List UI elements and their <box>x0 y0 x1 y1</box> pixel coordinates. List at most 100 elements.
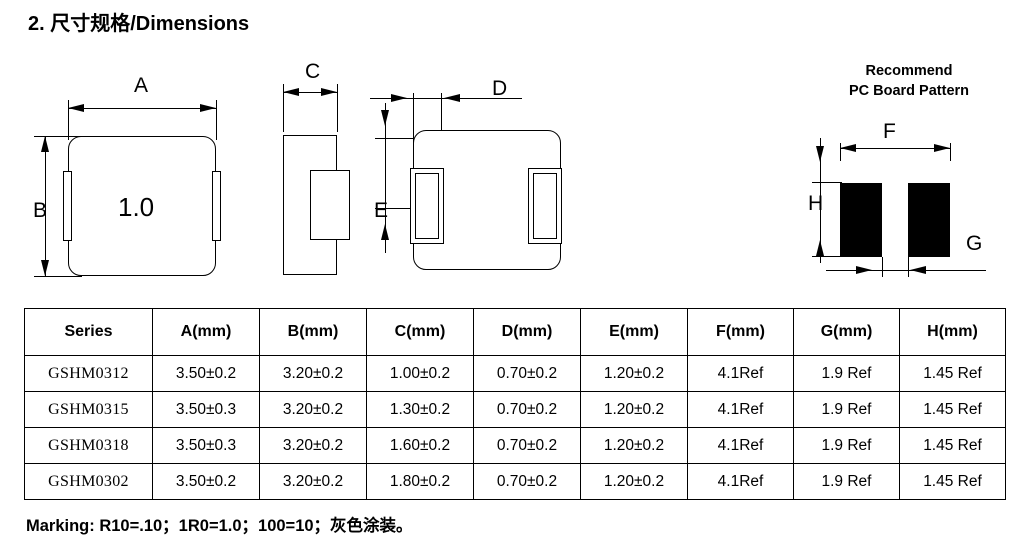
page-title: 2. 尺寸规格/Dimensions <box>28 13 250 35</box>
dim-arrow-h-bottom <box>815 240 824 256</box>
table-cell: 1.45 Ref <box>899 391 1006 428</box>
ext-line-a-right <box>216 100 217 140</box>
dim-arrow-g-left <box>856 265 872 274</box>
ext-line-b-top <box>34 136 82 137</box>
dim-arrow-a-left <box>68 103 84 112</box>
table-row: GSHM0315 3.50±0.3 3.20±0.2 1.30±0.2 0.70… <box>24 391 1006 428</box>
component-body-top <box>68 136 216 276</box>
dim-label-h: H <box>808 192 824 215</box>
figure-pcb-pattern: Recommend PC Board Pattern F H G <box>790 48 1028 298</box>
bottom-pad-left-inner <box>415 173 439 239</box>
table-cell: 1.30±0.2 <box>366 391 474 428</box>
table-cell: 1.45 Ref <box>899 427 1006 464</box>
table-header-cell: H(mm) <box>899 308 1006 356</box>
table-cell: 1.20±0.2 <box>580 355 688 392</box>
dim-arrow-d-left <box>391 93 407 102</box>
ext-line-b-bottom <box>34 276 82 277</box>
dim-line-f <box>840 148 950 149</box>
dim-label-b: B <box>33 199 48 222</box>
figure-top-view: A B 1.0 <box>0 48 260 298</box>
table-header-cell: C(mm) <box>366 308 474 356</box>
ext-line-e-top <box>375 138 420 139</box>
table-row: GSHM0318 3.50±0.3 3.20±0.2 1.60±0.2 0.70… <box>24 427 1006 464</box>
table-cell: 1.9 Ref <box>793 355 900 392</box>
dim-arrow-h-top <box>815 146 824 162</box>
table-cell: 1.20±0.2 <box>580 463 688 500</box>
table-cell: 1.9 Ref <box>793 427 900 464</box>
table-header-cell: A(mm) <box>152 308 260 356</box>
dim-line-c <box>283 92 337 93</box>
dimensions-table: Series A(mm) B(mm) C(mm) D(mm) E(mm) F(m… <box>24 308 1006 500</box>
table-cell: 4.1Ref <box>687 463 794 500</box>
table-cell: 1.20±0.2 <box>580 427 688 464</box>
terminal-tab-left <box>63 171 72 241</box>
terminal-tab-right <box>212 171 221 241</box>
table-cell-series: GSHM0315 <box>24 391 153 428</box>
ext-line-e-bottom <box>375 208 420 209</box>
table-cell: 3.50±0.3 <box>152 427 260 464</box>
table-row: GSHM0312 3.50±0.2 3.20±0.2 1.00±0.2 0.70… <box>24 355 1006 392</box>
dim-label-e: E <box>374 199 389 222</box>
table-cell: 1.20±0.2 <box>580 391 688 428</box>
figure-bottom-view: D E <box>370 48 600 298</box>
ext-line-f-left <box>840 143 841 161</box>
table-cell: 1.45 Ref <box>899 355 1006 392</box>
marking-note: Marking: R10=.10；1R0=1.0；100=10；灰色涂装。 <box>26 517 413 535</box>
dimension-drawings: A B 1.0 C D <box>0 48 1028 298</box>
table-header-row: Series A(mm) B(mm) C(mm) D(mm) E(mm) F(m… <box>24 308 1006 356</box>
body-marking-value: 1.0 <box>118 192 155 222</box>
dim-arrow-a-right <box>200 103 216 112</box>
table-cell: 3.20±0.2 <box>259 391 367 428</box>
ext-line-h-top <box>812 182 842 183</box>
ext-line-g-right <box>908 257 909 277</box>
dim-line-h <box>820 138 821 263</box>
dim-label-f: F <box>883 120 896 143</box>
table-header-cell: E(mm) <box>580 308 688 356</box>
ext-line-a-left <box>68 100 69 140</box>
table-cell: 1.60±0.2 <box>366 427 474 464</box>
table-cell-series: GSHM0302 <box>24 463 153 500</box>
ext-line-c-right <box>337 84 338 132</box>
dim-arrow-d-right <box>444 93 460 102</box>
bottom-pad-right-inner <box>533 173 557 239</box>
ext-line-g-left <box>882 257 883 277</box>
dim-label-g: G <box>966 232 983 255</box>
table-header-cell: G(mm) <box>793 308 900 356</box>
pcb-pattern-title-line2: PC Board Pattern <box>848 82 970 99</box>
table-cell: 3.50±0.3 <box>152 391 260 428</box>
table-cell: 0.70±0.2 <box>473 463 581 500</box>
ext-line-h-bottom <box>812 256 842 257</box>
table-row: GSHM0302 3.50±0.2 3.20±0.2 1.80±0.2 0.70… <box>24 463 1006 500</box>
dim-arrow-c-left <box>283 87 299 96</box>
table-header-cell: Series <box>24 308 153 356</box>
table-cell: 3.20±0.2 <box>259 427 367 464</box>
table-cell: 1.00±0.2 <box>366 355 474 392</box>
table-cell: 4.1Ref <box>687 355 794 392</box>
pcb-pad-right <box>908 183 950 257</box>
figure-side-view: C <box>265 48 375 298</box>
dim-label-d: D <box>492 77 508 100</box>
table-cell: 0.70±0.2 <box>473 427 581 464</box>
table-cell: 1.9 Ref <box>793 391 900 428</box>
table-cell: 1.80±0.2 <box>366 463 474 500</box>
ext-line-c-left <box>283 84 284 132</box>
dim-line-g <box>826 270 986 271</box>
ext-line-f-right <box>950 143 951 161</box>
table-cell: 3.20±0.2 <box>259 463 367 500</box>
table-cell: 3.50±0.2 <box>152 355 260 392</box>
dim-line-b <box>45 136 46 276</box>
dim-line-a <box>68 108 216 109</box>
dim-label-a: A <box>134 74 149 97</box>
table-cell: 1.45 Ref <box>899 463 1006 500</box>
table-cell: 0.70±0.2 <box>473 355 581 392</box>
pcb-pad-left <box>840 183 882 257</box>
dim-arrow-b-bottom <box>40 260 49 276</box>
dim-arrow-g-right <box>910 265 926 274</box>
pcb-pattern-title-line1: Recommend <box>865 63 953 79</box>
dim-arrow-e-top <box>380 110 389 126</box>
component-core-side <box>310 170 350 240</box>
table-cell: 3.20±0.2 <box>259 355 367 392</box>
table-cell: 0.70±0.2 <box>473 391 581 428</box>
table-cell: 4.1Ref <box>687 391 794 428</box>
table-cell-series: GSHM0318 <box>24 427 153 464</box>
